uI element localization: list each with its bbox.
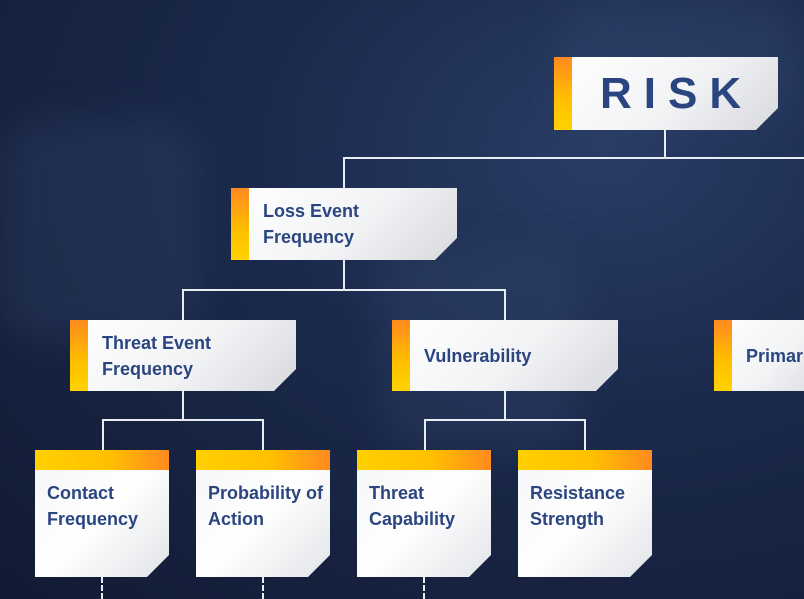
- node-label: Vulnerability: [424, 345, 532, 366]
- connector: [182, 289, 184, 320]
- connector: [504, 289, 506, 320]
- node-label: Primar: [746, 345, 804, 366]
- connector: [262, 419, 264, 450]
- node-threat-capability: Threat Capability: [357, 450, 491, 577]
- accent-bar: [554, 57, 572, 130]
- node-probability-of-action: Probability of Action: [196, 450, 330, 577]
- connector: [102, 419, 104, 450]
- node-loss-event-frequency: Loss Event Frequency: [231, 188, 457, 260]
- node-label: Resistance Strength: [530, 483, 626, 529]
- dashed-connector: [262, 577, 266, 599]
- accent-bar: [35, 450, 169, 470]
- background-blur: [0, 120, 200, 340]
- accent-bar: [714, 320, 732, 391]
- node-vulnerability: Vulnerability: [392, 320, 618, 391]
- accent-bar: [357, 450, 491, 470]
- connector: [102, 419, 264, 421]
- accent-bar: [231, 188, 249, 260]
- node-label: Contact Frequency: [47, 483, 139, 529]
- connector: [424, 419, 426, 450]
- connector: [504, 391, 506, 421]
- node-resistance-strength: Resistance Strength: [518, 450, 652, 577]
- accent-bar: [518, 450, 652, 470]
- connector: [424, 419, 586, 421]
- accent-bar: [70, 320, 88, 391]
- node-label: Threat Event Frequency: [102, 332, 212, 379]
- connector: [343, 157, 345, 188]
- accent-bar: [196, 450, 330, 470]
- connector: [584, 419, 586, 450]
- node-threat-event-frequency: Threat Event Frequency: [70, 320, 296, 391]
- connector: [343, 157, 804, 159]
- accent-bar: [392, 320, 410, 391]
- dashed-connector: [423, 577, 427, 599]
- connector: [182, 391, 184, 421]
- node-contact-frequency: Contact Frequency: [35, 450, 169, 577]
- dashed-connector: [101, 577, 105, 599]
- node-label: Loss Event Frequency: [263, 201, 360, 247]
- node-label: Probability of Action: [208, 483, 324, 529]
- connector: [182, 289, 506, 291]
- connector: [343, 260, 345, 290]
- connector: [664, 130, 666, 159]
- node-label: Threat Capability: [369, 483, 456, 529]
- node-label: RISK: [600, 68, 754, 118]
- node-risk: RISK: [554, 57, 778, 130]
- node-primary-loss-magnitude: Primar: [714, 320, 804, 391]
